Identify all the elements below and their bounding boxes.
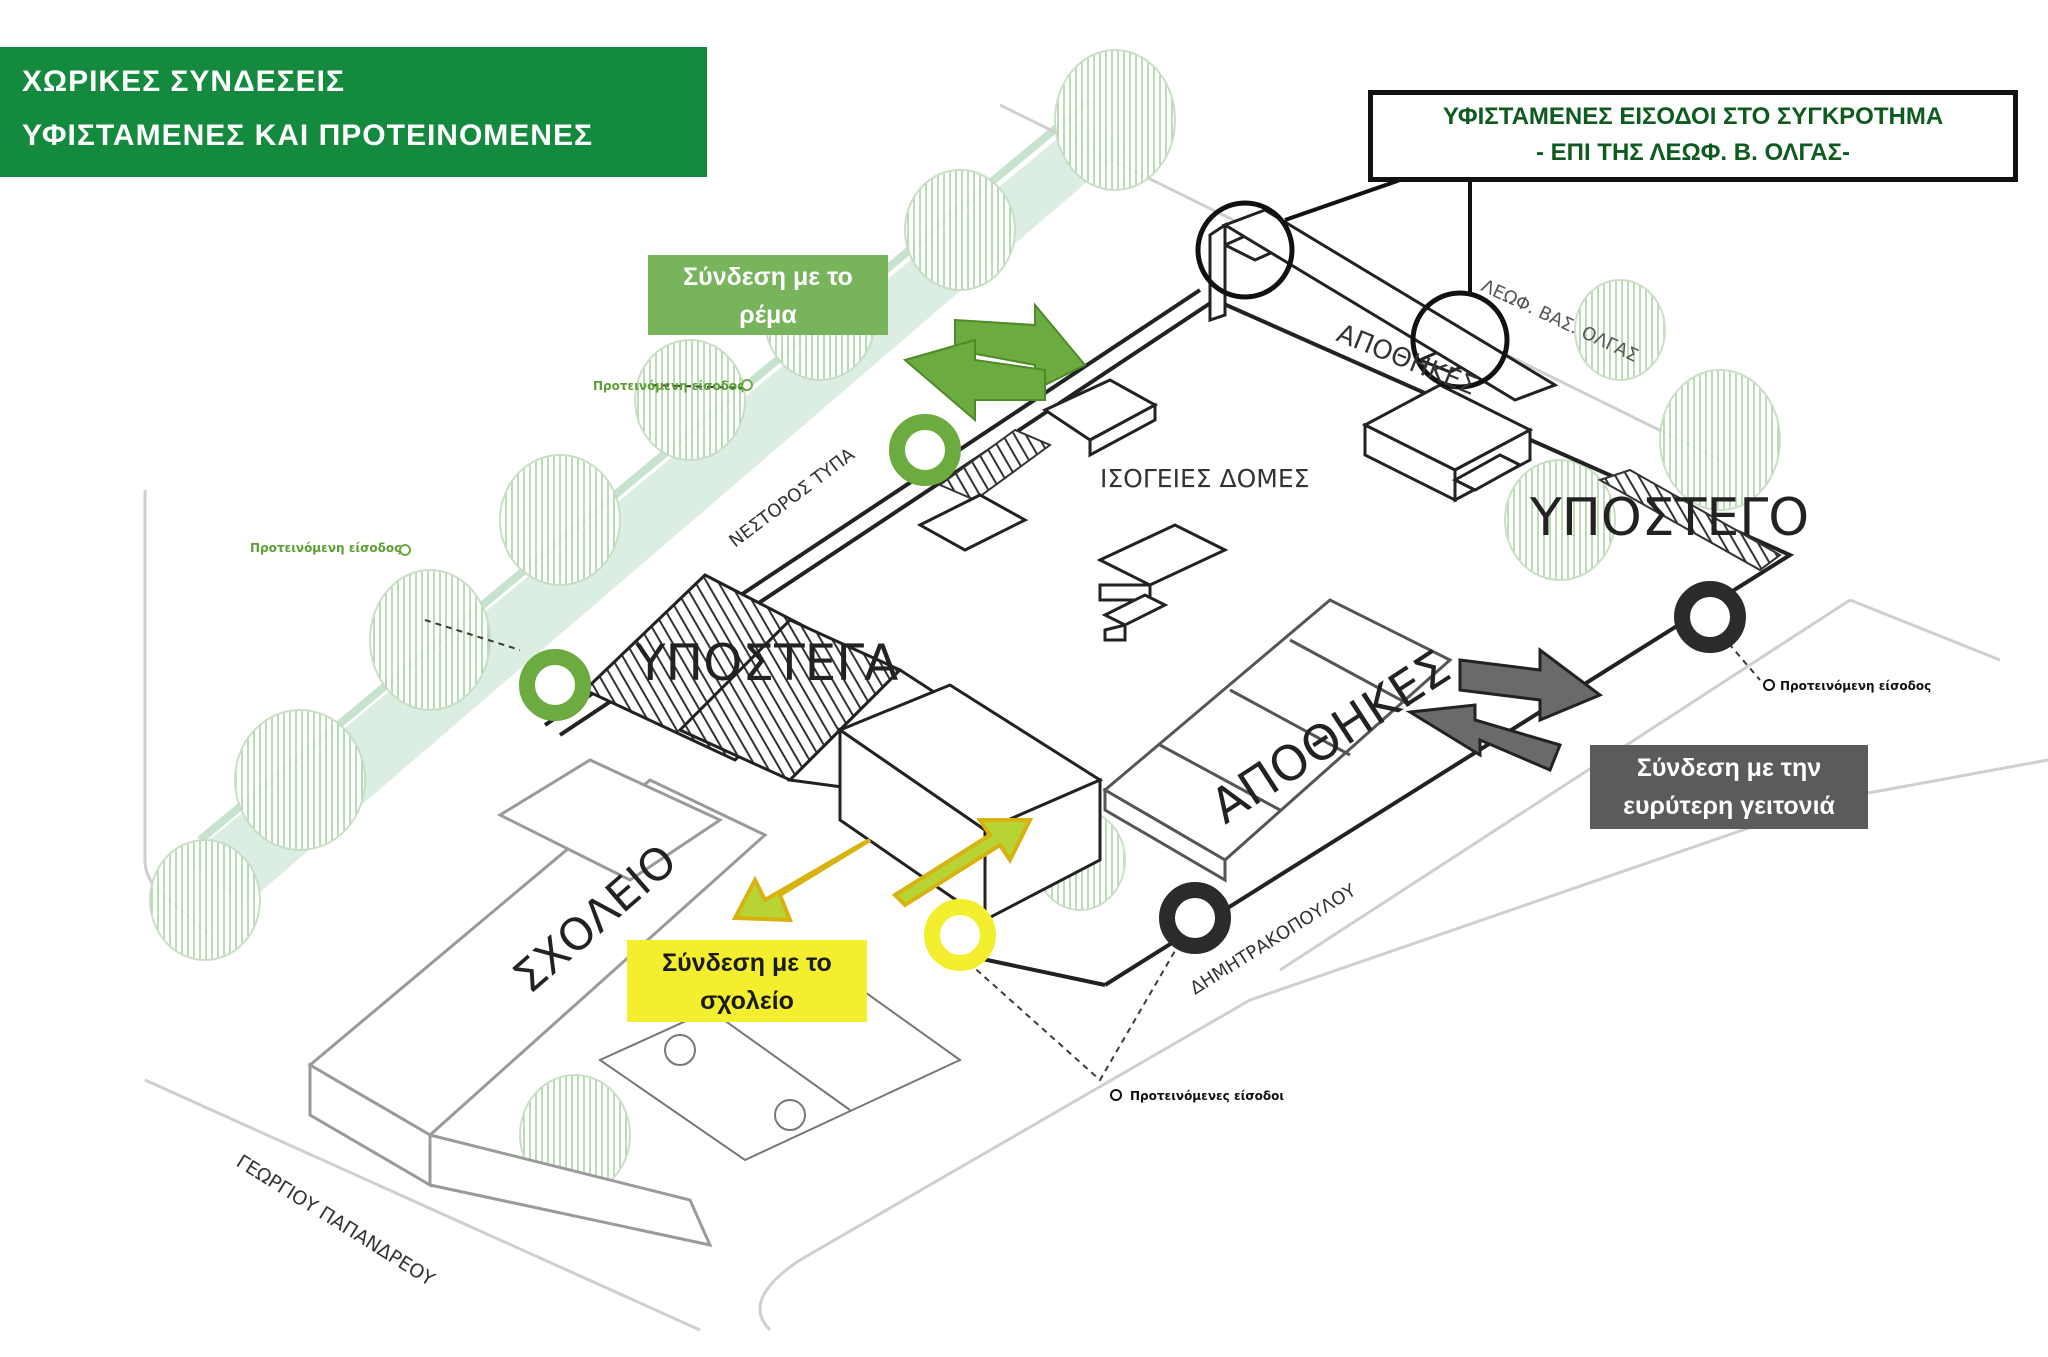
school-connection-label: Σύνδεση με το σχολείο bbox=[627, 940, 867, 1022]
tree bbox=[1574, 279, 1666, 381]
neighborhood-connection-line-2: ευρύτερη γειτονιά bbox=[1623, 792, 1835, 820]
label-hangars: ΥΠΟΣΤΕΓΑ bbox=[634, 634, 898, 692]
school-connection-line-1: Σύνδεση με το bbox=[662, 949, 832, 977]
title-line-1: ΧΩΡΙΚΕΣ ΣΥΝΔΕΣΕΙΣ bbox=[22, 65, 346, 98]
title-box: ΧΩΡΙΚΕΣ ΣΥΝΔΕΣΕΙΣ ΥΦΙΣΤΑΜΕΝΕΣ ΚΑΙ ΠΡΟΤΕΙ… bbox=[0, 47, 707, 177]
tree bbox=[1504, 459, 1616, 581]
title-line-2: ΥΦΙΣΤΑΜΕΝΕΣ ΚΑΙ ΠΡΟΤΕΙΝΟΜΕΝΕΣ bbox=[22, 119, 593, 152]
proposed-entrance-dark-south bbox=[1159, 882, 1231, 954]
label-hangar: ΥΠΟΣΤΕΓΟ bbox=[1529, 488, 1809, 548]
warehouses-top bbox=[1208, 208, 1559, 402]
ground-structures bbox=[916, 223, 1534, 642]
neighborhood-connection-line-1: Σύνδεση με την bbox=[1636, 754, 1822, 782]
proposed-entrances-label: Προτεινόμενες είσοδοι bbox=[1130, 1089, 1284, 1103]
proposed-entrance-green-north bbox=[889, 414, 961, 486]
existing-entrance-markers bbox=[1195, 178, 1510, 390]
school-arrows bbox=[731, 818, 1034, 923]
stream-connection-label: Σύνδεση με το ρέμα bbox=[648, 255, 888, 335]
proposed-entrance-label-a: Προτεινόμενη είσοδος bbox=[593, 379, 744, 393]
existing-entrances-box: ΥΦΙΣΤΑΜΕΝΕΣ ΕΙΣΟΔΟΙ ΣΤΟ ΣΥΓΚΡΟΤΗΜΑ - ΕΠΙ… bbox=[1368, 90, 2018, 182]
proposed-entrance-yellow bbox=[924, 899, 996, 971]
stream-connection-line-2: ρέμα bbox=[739, 301, 797, 329]
proposed-entrance-dark-east bbox=[1674, 581, 1746, 653]
stream-arrows bbox=[902, 302, 1087, 423]
proposed-entrance-green-west bbox=[519, 649, 591, 721]
existing-entrances-line-2: - ΕΠΙ ΤΗΣ ΛΕΩΦ. Β. ΟΛΓΑΣ- bbox=[1535, 139, 1851, 166]
school-connection-line-2: σχολείο bbox=[700, 987, 794, 1015]
tree bbox=[1054, 49, 1176, 191]
tree bbox=[634, 339, 746, 461]
existing-entrances-line-1: ΥΦΙΣΤΑΜΕΝΕΣ ΕΙΣΟΔΟΙ ΣΤΟ ΣΥΓΚΡΟΤΗΜΑ bbox=[1442, 103, 1944, 130]
label-ground-structures: ΙΣΟΓΕΙΕΣ ΔΟΜΕΣ bbox=[1100, 464, 1309, 493]
neighborhood-arrows bbox=[1405, 647, 1603, 772]
existing-entrance-circle bbox=[1410, 290, 1510, 390]
tree bbox=[234, 709, 366, 851]
neighborhood-connection-label: Σύνδεση με την ευρύτερη γειτονιά bbox=[1590, 745, 1868, 829]
tree bbox=[369, 569, 491, 711]
entrance-dots bbox=[399, 379, 1775, 1101]
tree bbox=[149, 839, 261, 961]
tree bbox=[904, 169, 1016, 291]
existing-entrance-circle bbox=[1195, 200, 1295, 300]
school-building bbox=[307, 758, 768, 1248]
access-strip-hatched bbox=[937, 428, 1053, 502]
warehouses-block bbox=[1102, 598, 1453, 883]
proposed-entrance-label-c: Προτεινόμενη είσοδος bbox=[1780, 679, 1931, 693]
stream-connection-line-1: Σύνδεση με το bbox=[683, 263, 853, 291]
tree bbox=[1659, 369, 1781, 511]
tree bbox=[499, 454, 621, 586]
proposed-entrance-label-b: Προτεινόμενη είσοδος bbox=[250, 541, 401, 555]
trees bbox=[149, 49, 1781, 1196]
access-strip-hatched bbox=[1597, 468, 1782, 572]
